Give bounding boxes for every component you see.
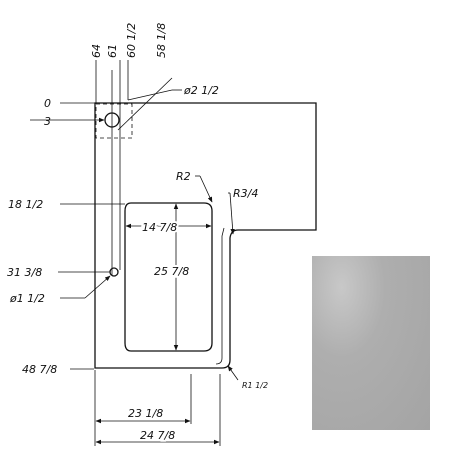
leader-r34-b: [229, 192, 235, 235]
leader-large-hole: [117, 77, 173, 131]
countertop-outline: [94, 102, 317, 369]
faucet-region: [95, 103, 133, 139]
radius-r112-label: R1 1/2: [242, 381, 268, 390]
faucet-hole-large: [104, 112, 120, 128]
hole-large-label: ø2 1/2: [183, 84, 219, 97]
top-dim-58: 58 1/8: [155, 23, 168, 58]
leader-r112: [227, 365, 239, 381]
faucet-hole-small: [109, 267, 119, 277]
left-dim-3: 3: [44, 115, 51, 128]
radius-r2-label: R2: [176, 170, 191, 183]
left-dim-18: 18 1/2: [8, 198, 43, 211]
bottom-inner-label: 23 1/8: [128, 407, 163, 420]
leader-large-hole-b: [127, 89, 173, 101]
cutout-width-label: 14 7/8: [142, 221, 177, 234]
left-dim-48: 48 7/8: [22, 363, 57, 376]
sink-cutout: [124, 202, 213, 352]
left-dim-31: 31 3/8: [7, 266, 42, 279]
top-dim-61: 61: [106, 44, 119, 58]
left-dim-0: 0: [44, 97, 51, 110]
leader-r2-b: [199, 175, 213, 203]
radius-r34-label: R3/4: [233, 187, 258, 200]
material-swatch: [312, 256, 430, 430]
top-dim-64: 64: [90, 44, 103, 58]
cutout-height-label: 25 7/8: [154, 265, 189, 278]
leader-small-hole-b: [84, 275, 111, 299]
hole-small-label: ø1 1/2: [9, 292, 45, 305]
bottom-outer-label: 24 7/8: [140, 429, 175, 442]
countertop-edge-line: [215, 227, 225, 365]
top-dim-60: 60 1/2: [125, 23, 138, 58]
